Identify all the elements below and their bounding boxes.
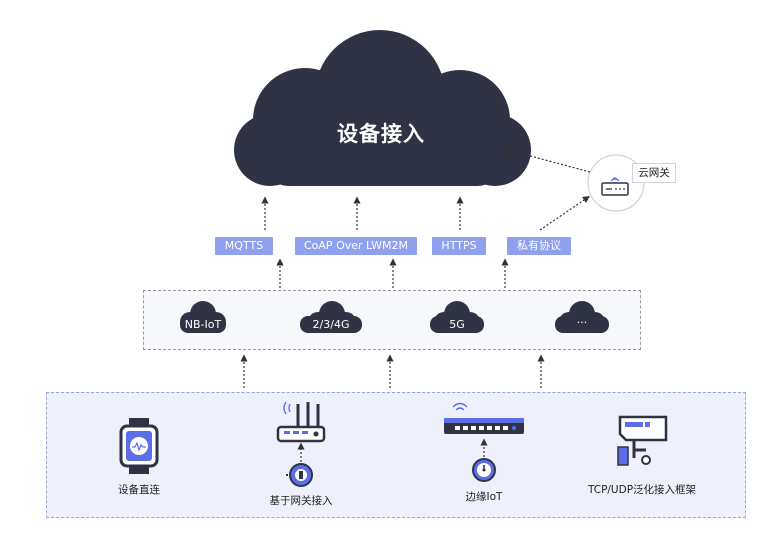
sensor-icon <box>286 463 313 487</box>
protocol-https: HTTPS <box>432 237 486 255</box>
device-label-direct: 设备直连 <box>118 484 160 496</box>
main-cloud <box>234 30 531 186</box>
protocol-private: 私有协议 <box>507 237 571 255</box>
cloud-title: 设备接入 <box>337 122 425 146</box>
network-cloud-more <box>555 301 609 333</box>
network-label-nbiot: NB-IoT <box>184 318 222 331</box>
device-label-gateway: 基于网关接入 <box>269 495 333 507</box>
edge-switch-icon <box>444 402 524 434</box>
cloud-gateway-label: 云网关 <box>632 163 676 183</box>
device-label-tcpudp: TCP/UDP泛化接入框架 <box>587 484 697 496</box>
smartwatch-icon <box>119 418 159 474</box>
protocol-mqtts: MQTTS <box>215 237 273 255</box>
network-cloud-5g <box>430 301 484 333</box>
device-label-edge: 边缘IoT <box>465 491 503 503</box>
camera-icon <box>617 415 668 466</box>
device-arrows <box>240 354 545 388</box>
router-icon <box>276 401 326 443</box>
network-arrows <box>276 258 509 288</box>
network-cloud-nbiot <box>180 301 226 333</box>
network-label-more: ··· <box>576 316 588 329</box>
gateway-device-icon <box>601 177 629 196</box>
device-box <box>46 392 746 518</box>
network-cloud-234g <box>300 301 362 333</box>
cloud-gateway <box>587 154 645 212</box>
protocol-coap: CoAP Over LWM2M <box>295 237 417 255</box>
gauge-icon <box>472 458 496 482</box>
protocol-arrows <box>261 147 591 231</box>
network-label-234g: 2/3/4G <box>312 318 350 331</box>
network-label-5g: 5G <box>449 318 465 331</box>
